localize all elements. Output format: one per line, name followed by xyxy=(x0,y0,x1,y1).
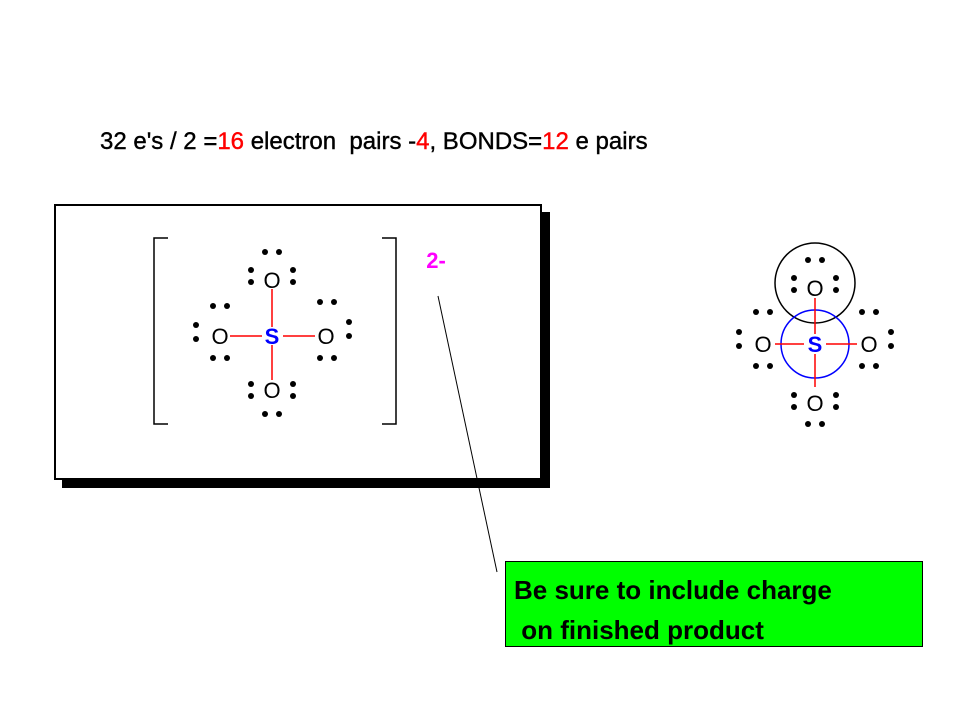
note-line-2: on finished product xyxy=(514,615,764,645)
left-bracket xyxy=(153,237,168,425)
right-sulfate-structure: S O O O O xyxy=(736,242,894,427)
heading-text-4: e pairs xyxy=(568,128,648,155)
right-bottom-atom: O xyxy=(806,391,823,416)
left-top-atom: O xyxy=(263,268,280,293)
left-sulfate-structure: S O O O O 2- xyxy=(153,237,446,425)
right-top-atom: O xyxy=(806,276,823,301)
right-bracket xyxy=(382,237,397,425)
left-right-atom: O xyxy=(317,324,334,349)
heading-number-4: 4 xyxy=(416,128,430,155)
heading-text-3: , BONDS= xyxy=(429,128,543,155)
pointer-line xyxy=(437,295,498,573)
right-left-atom: O xyxy=(754,332,771,357)
charge-label: 2- xyxy=(426,248,446,273)
left-bottom-atom: O xyxy=(263,378,280,403)
heading-number-12: 12 xyxy=(542,128,569,155)
right-lone-pairs xyxy=(736,257,894,427)
lewis-structure-panel xyxy=(54,204,542,480)
heading-number-16: 16 xyxy=(217,128,245,155)
left-lone-pairs xyxy=(193,249,352,417)
left-center-atom: S xyxy=(265,324,280,349)
heading-text-2: electron pairs - xyxy=(244,128,417,155)
right-bonds xyxy=(775,298,857,387)
right-center-atom: S xyxy=(808,332,823,357)
right-right-atom: O xyxy=(860,332,877,357)
left-bonds xyxy=(230,289,315,380)
equation-heading: 32 e's / 2 =16 electron pairs -4, BONDS=… xyxy=(100,128,648,156)
heading-text-1: 32 e's / 2 = xyxy=(100,128,218,155)
reminder-note: Be sure to include charge on finished pr… xyxy=(505,561,923,647)
left-left-atom: O xyxy=(211,324,228,349)
note-line-1: Be sure to include charge xyxy=(514,575,832,605)
